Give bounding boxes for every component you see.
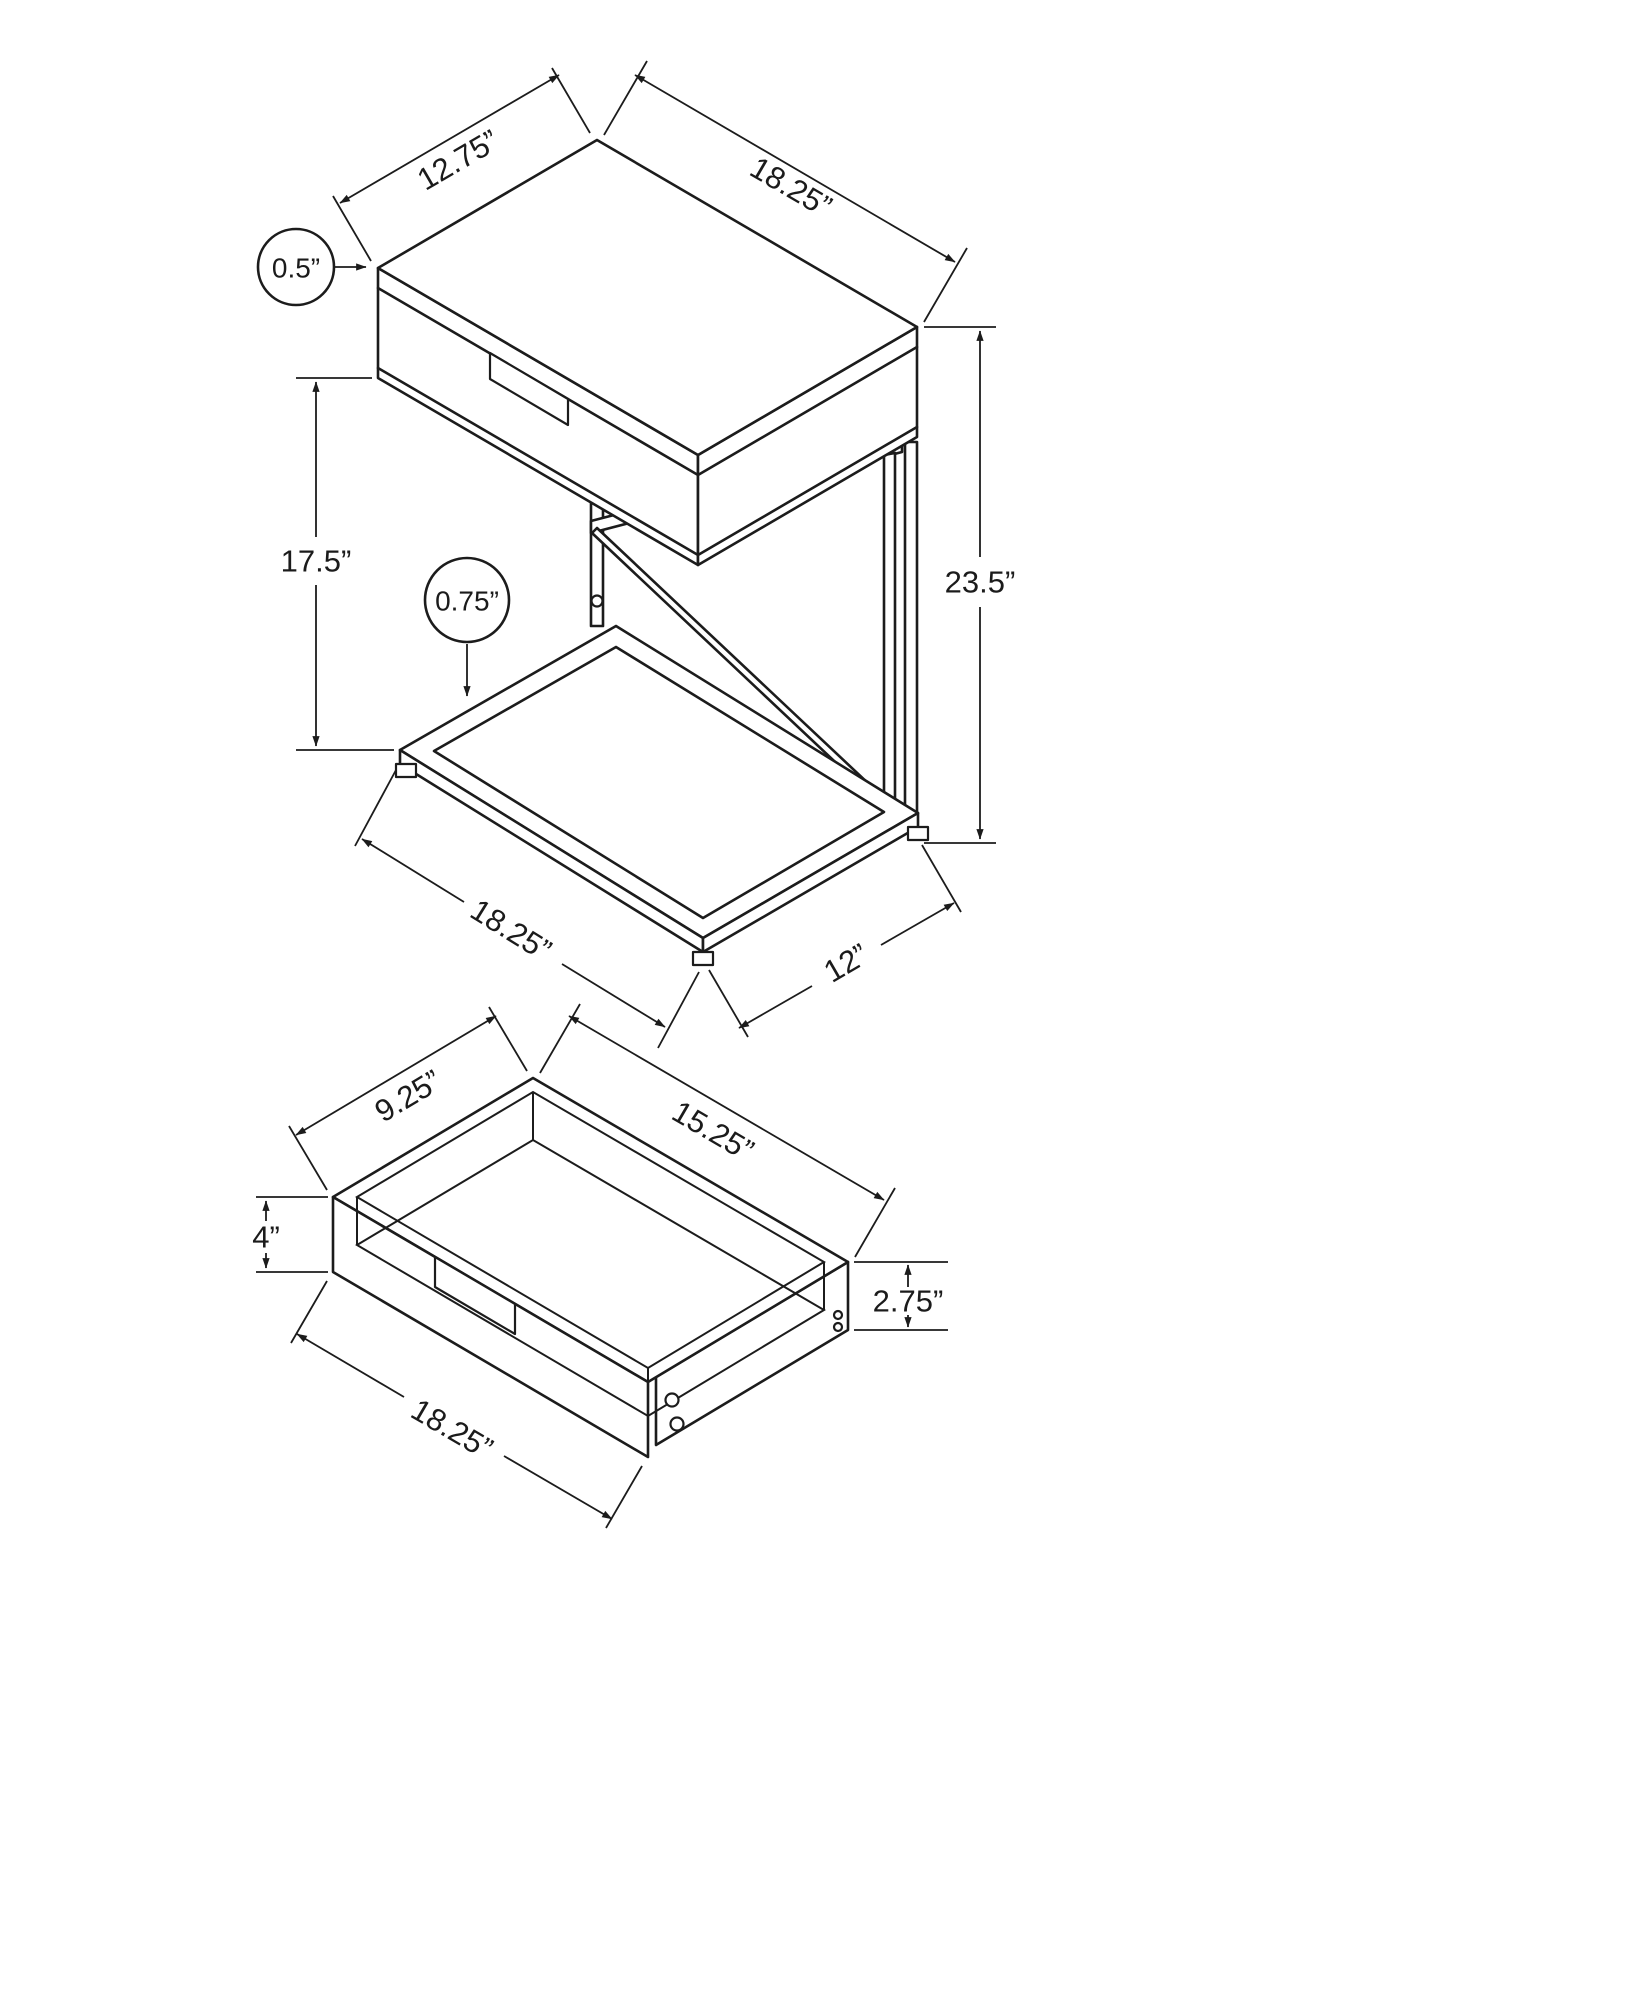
- table-frame: [394, 438, 930, 967]
- drawer-handle: [488, 351, 570, 427]
- dim-label-drawer-depth: 9.25”: [369, 1063, 448, 1129]
- drawer-handle: [433, 1255, 517, 1336]
- dim-drawer-box-height: 2.75”: [854, 1261, 948, 1331]
- drawer-front-panel: [331, 1195, 650, 1459]
- foot-left: [394, 762, 418, 779]
- foot-right: [906, 825, 930, 842]
- callout-circle: [423, 556, 511, 644]
- foot-front: [691, 950, 715, 967]
- dim-label-clearance: 17.5”: [281, 544, 352, 579]
- drawer-bottom-line: [376, 366, 919, 557]
- dim-label-front-height: 4”: [252, 1220, 280, 1255]
- drawer-screw-icon: [664, 1392, 680, 1408]
- dim-table-clearance: 17.5”: [281, 377, 394, 751]
- top-thickness-line: [376, 286, 919, 477]
- dim-label-top-thickness: 0.5”: [272, 253, 320, 284]
- dim-label-box-height: 2.75”: [873, 1284, 944, 1319]
- drawer-box: [331, 1076, 850, 1459]
- dim-label-top-width: 18.25”: [744, 150, 838, 225]
- dim-table-top-thickness: 0.5”: [256, 227, 367, 307]
- callout-circle: [256, 227, 336, 307]
- dim-table-height: 23.5”: [924, 326, 1016, 844]
- base-frame-inner: [432, 645, 886, 920]
- frame-right-upright: [903, 440, 919, 815]
- frame-rear-right-upright: [882, 451, 897, 814]
- frame-screw-icon: [590, 594, 604, 608]
- table-box: [376, 138, 919, 567]
- dim-frame-thickness: 0.75”: [423, 556, 511, 697]
- table-figure: 12.75” 18.25” 0.5” 17.5” 0.75”: [256, 60, 1016, 1049]
- drawer-figure: 9.25” 15.25” 4” 2.75”: [252, 1003, 948, 1529]
- drawer-slide-hole-icon: [832, 1321, 844, 1333]
- dim-label-base-width: 12”: [818, 937, 874, 990]
- dim-label-drawer-width: 15.25”: [666, 1094, 760, 1169]
- dim-drawer-front-height: 4”: [252, 1196, 328, 1273]
- drawer-screw-icon: [669, 1416, 685, 1432]
- drawer-floor: [355, 1138, 826, 1418]
- dim-label-frame-thickness: 0.75”: [435, 586, 499, 617]
- dim-label-height: 23.5”: [945, 565, 1016, 600]
- drawer-slide-hole-icon: [832, 1309, 844, 1321]
- dim-label-drawer-front-width: 18.25”: [405, 1392, 499, 1467]
- dim-label-base-depth: 18.25”: [464, 892, 557, 968]
